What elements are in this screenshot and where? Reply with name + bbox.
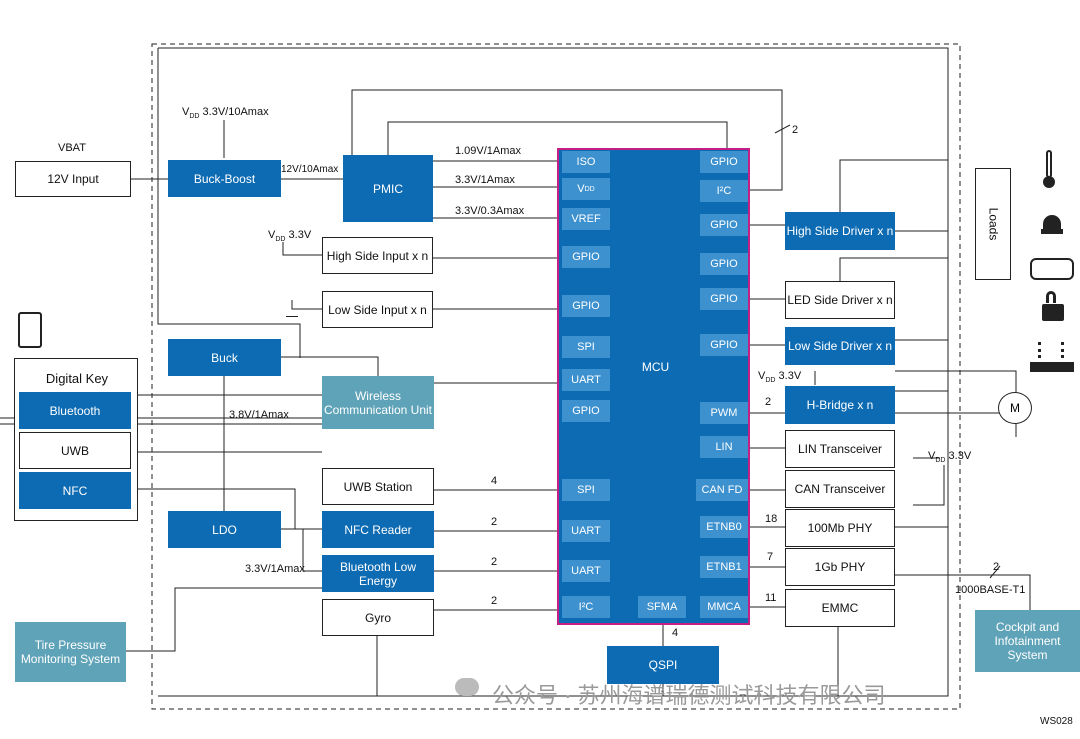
etnb0-bus-width: 18 — [765, 513, 778, 525]
light-bulb-icon — [1035, 205, 1069, 235]
led-side-driver-block: LED Side Driver x n — [785, 281, 895, 319]
can-transceiver-block: CAN Transceiver — [785, 470, 895, 508]
ldo-block: LDO — [168, 511, 281, 548]
qspi-block: QSPI — [607, 646, 719, 684]
heater-icon — [1030, 340, 1074, 374]
pmic-output-2-label: 3.3V/1Amax — [455, 174, 515, 186]
wireless-communication-unit-block: Wireless Communication Unit — [322, 376, 434, 429]
uwb-station-block: UWB Station — [322, 468, 434, 505]
mcu-pin-spi-2: SPI — [562, 479, 610, 501]
low-side-input-block: Low Side Input x n — [322, 291, 433, 328]
buck-output-label: 3.8V/1Amax — [229, 409, 289, 421]
vbat-input-box: 12V Input — [15, 161, 131, 197]
pmic-output-1-label: 1.09V/1Amax — [455, 145, 522, 157]
thermometer-icon — [1043, 150, 1055, 188]
lin-transceiver-block: LIN Transceiver — [785, 430, 895, 468]
ble-bus-width: 2 — [491, 556, 498, 568]
mcu-pin-mmca: MMCA — [700, 596, 748, 618]
high-side-driver-block: High Side Driver x n — [785, 212, 895, 250]
lock-icon — [1042, 291, 1064, 321]
tpms-block: Tire Pressure Monitoring System — [15, 622, 126, 682]
mcu-pin-spi-1: SPI — [562, 336, 610, 358]
emmc-block: EMMC — [785, 589, 895, 627]
nfc-bus-width: 2 — [491, 516, 498, 528]
loads-box: Loads — [975, 168, 1011, 280]
vbat-label: VBAT — [58, 142, 86, 154]
digital-key-bluetooth: Bluetooth — [19, 392, 131, 429]
mcu-pin-gpio-r5: GPIO — [700, 334, 748, 356]
tablet-icon — [18, 312, 42, 348]
digital-key-uwb: UWB — [19, 432, 131, 469]
mcu-pin-iso: ISO — [562, 151, 610, 173]
buck-boost-output-label: 12V/10Amax — [281, 164, 339, 175]
figure-id: WS028 — [1040, 716, 1073, 727]
mcu-pin-etnb0: ETNB0 — [700, 516, 748, 538]
high-side-input-block: High Side Input x n — [322, 237, 433, 274]
vdd-33-input-label: VDD 3.3V — [268, 229, 312, 244]
mcu-pin-can-fd: CAN FD — [696, 479, 748, 501]
digital-key-panel: Digital Key Bluetooth UWB NFC — [14, 358, 138, 521]
mcu-pin-sfma: SFMA — [638, 596, 686, 618]
loads-label: Loads — [985, 207, 1000, 241]
nfc-reader-block: NFC Reader — [322, 511, 434, 548]
gyro-bus-width: 2 — [491, 595, 498, 607]
motor-icon: M — [998, 392, 1032, 424]
mcu-pin-gpio-1: GPIO — [562, 246, 610, 268]
vdd-top-label: VDD 3.3V/10Amax — [182, 106, 269, 121]
mcu-pin-gpio-r3: GPIO — [700, 253, 748, 275]
qspi-bus-width: 4 — [672, 627, 679, 639]
phy-100mb-block: 100Mb PHY — [785, 509, 895, 547]
i2c-bus-width: 2 — [792, 124, 799, 136]
mcu-pin-uart-3: UART — [562, 560, 610, 582]
vdd-33-transceiver-label: VDD 3.3V — [928, 450, 972, 465]
mcu-pin-gpio-r1: GPIO — [700, 151, 748, 173]
mcu-pin-vref: VREF — [562, 208, 610, 230]
mcu-pin-uart-2: UART — [562, 520, 610, 542]
gyro-block: Gyro — [322, 599, 434, 636]
dashboard-icon — [1030, 258, 1074, 280]
digital-key-nfc: NFC — [19, 472, 131, 509]
mcu-pin-gpio-3: GPIO — [562, 400, 610, 422]
mmca-bus-width: 11 — [765, 592, 777, 604]
digital-key-title: Digital Key — [45, 371, 109, 386]
mcu-pin-uart-1: UART — [562, 369, 610, 391]
mcu-pin-i2c-right: I²C — [700, 180, 748, 202]
cockpit-infotainment-block: Cockpit and Infotainment System — [975, 610, 1080, 672]
mcu-pin-lin: LIN — [700, 436, 748, 458]
buck-block: Buck — [168, 339, 281, 376]
pwm-bus-width: 2 — [765, 396, 772, 408]
mcu-pin-gpio-r4: GPIO — [700, 288, 748, 310]
bluetooth-low-energy-block: Bluetooth Low Energy — [322, 555, 434, 592]
base-t1-bus-width: 2 — [993, 561, 1000, 573]
phy-1gb-block: 1Gb PHY — [785, 548, 895, 586]
buck-boost-block: Buck-Boost — [168, 160, 281, 197]
mcu-pin-gpio-2: GPIO — [562, 295, 610, 317]
wechat-icon — [455, 678, 479, 696]
vdd-33-hbridge-label: VDD 3.3V — [758, 370, 802, 385]
mcu-label: MCU — [641, 360, 670, 374]
base-t1-label: 1000BASE-T1 — [955, 584, 1026, 596]
mcu-pin-i2c-left: I²C — [562, 596, 610, 618]
ldo-output-label: 3.3V/1Amax — [245, 563, 305, 575]
mcu-pin-pwm: PWM — [700, 402, 748, 424]
mcu-pin-etnb1: ETNB1 — [700, 556, 748, 578]
h-bridge-block: H-Bridge x n — [785, 386, 895, 424]
pmic-block: PMIC — [343, 155, 433, 222]
watermark-text: 公众号 · 苏州海谱瑞德测试科技有限公司 — [492, 683, 886, 708]
etnb1-bus-width: 7 — [767, 551, 774, 563]
pmic-output-3-label: 3.3V/0.3Amax — [455, 205, 525, 217]
ground-icon — [286, 316, 298, 320]
mcu-pin-gpio-r2: GPIO — [700, 214, 748, 236]
low-side-driver-block: Low Side Driver x n — [785, 327, 895, 365]
uwb-bus-width: 4 — [491, 475, 498, 487]
